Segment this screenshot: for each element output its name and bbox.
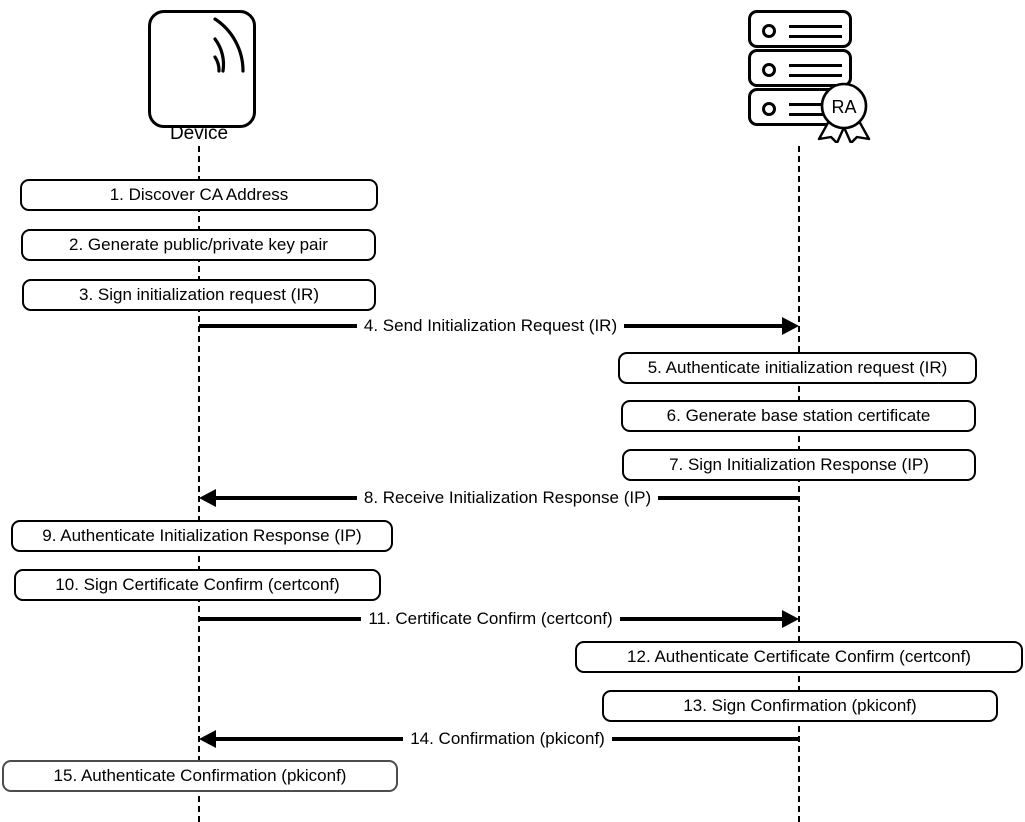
message-4-line-right (624, 324, 782, 328)
server-unit-1 (748, 10, 852, 48)
server-stripe-2b (789, 74, 842, 77)
arrowhead-left-8 (199, 489, 216, 507)
process-box-2: 2. Generate public/private key pair (21, 229, 376, 261)
process-box-3: 3. Sign initialization request (IR) (22, 279, 376, 311)
message-8-line-left (216, 496, 357, 500)
actor-ra: RA (744, 8, 879, 143)
arrowhead-right-4 (782, 317, 799, 335)
process-box-7: 7. Sign Initialization Response (IP) (622, 449, 976, 481)
process-box-12: 12. Authenticate Certificate Confirm (ce… (575, 641, 1023, 673)
process-box-15: 15. Authenticate Confirmation (pkiconf) (2, 760, 398, 792)
message-4-line-left (199, 324, 357, 328)
process-box-13: 13. Sign Confirmation (pkiconf) (602, 690, 998, 722)
message-11: 11. Certificate Confirm (certconf) (199, 606, 799, 632)
server-stripe-3a (789, 103, 842, 106)
wifi-arcs-icon (213, 17, 245, 73)
lifeline-device (198, 146, 200, 822)
process-box-6: 6. Generate base station certificate (621, 400, 976, 432)
server-stripe-1a (789, 25, 842, 28)
message-14-label: 14. Confirmation (pkiconf) (410, 729, 605, 748)
badge-label: RA (831, 97, 856, 117)
message-4: 4. Send Initialization Request (IR) (199, 313, 799, 339)
message-14: 14. Confirmation (pkiconf) (199, 726, 800, 752)
message-11-line-right (619, 617, 782, 621)
server-stripe-2a (789, 64, 842, 67)
process-box-9: 9. Authenticate Initialization Response … (11, 520, 393, 552)
actor-device (148, 10, 256, 128)
actor-label-device: Device (169, 123, 229, 144)
message-4-label: 4. Send Initialization Request (IR) (363, 316, 618, 335)
server-led-icon-3 (762, 102, 776, 116)
server-stripe-3b (789, 113, 842, 116)
server-stripe-1b (789, 35, 842, 38)
server-led-icon-2 (762, 63, 776, 77)
process-box-5: 5. Authenticate initialization request (… (618, 352, 977, 384)
arrowhead-left-14 (199, 730, 216, 748)
message-11-label: 11. Certificate Confirm (certconf) (368, 609, 613, 628)
process-box-1: 1. Discover CA Address (20, 179, 378, 211)
message-8-line-right (658, 496, 799, 500)
server-unit-2 (748, 49, 852, 87)
server-led-icon-1 (762, 24, 776, 38)
message-14-line-left (216, 737, 404, 741)
message-8: 8. Receive Initialization Response (IP) (199, 485, 799, 511)
lifeline-ra (798, 146, 800, 822)
certificate-badge-icon: RA (817, 82, 871, 143)
message-8-label: 8. Receive Initialization Response (IP) (363, 488, 652, 507)
process-box-10: 10. Sign Certificate Confirm (certconf) (14, 569, 381, 601)
arrowhead-right-11 (782, 610, 799, 628)
wireless-device-icon (148, 10, 256, 128)
message-11-line-left (199, 617, 362, 621)
message-14-line-right (611, 737, 800, 741)
